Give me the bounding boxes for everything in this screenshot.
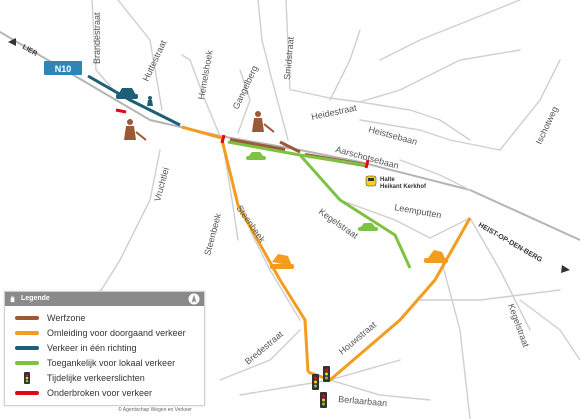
stop-name: Heikant Kerkhof [380,184,427,190]
legend-label: Tijdelijke verkeerslichten [47,372,145,383]
worker-icon [252,111,275,133]
local-traffic-route [227,140,412,269]
stop-label: Halte [380,177,395,183]
car-icon [424,250,448,263]
car-icon [270,254,294,269]
svg-text:LIER: LIER [21,44,38,58]
svg-text:Berlaarbaan: Berlaarbaan [338,394,388,408]
legend-label: Omleiding voor doorgaand verkeer [47,327,186,338]
svg-text:Steenbeek: Steenbeek [202,212,223,257]
legend-swatch [15,315,39,320]
legend-label: Werfzone [47,312,86,323]
traffic-light-icon [15,371,39,384]
svg-text:Kegelstraat: Kegelstraat [317,206,360,241]
legend-item: Omleiding voor doorgaand verkeer [5,325,204,340]
legend-item: Onderbroken voor verkeer [5,385,204,400]
arrow-left-icon [8,38,16,46]
interruption-marker [115,108,127,114]
legend-item: Tijdelijke verkeerslichten [5,370,204,385]
legend-swatch [15,390,39,395]
svg-text:Gangelberg: Gangelberg [231,64,260,111]
legend-title: Legende [21,295,50,302]
svg-text:Heistsebaan: Heistsebaan [367,124,418,147]
north-arrow-icon [188,293,200,305]
svg-text:Huttestraat: Huttestraat [141,38,169,83]
legend-label: Onderbroken voor verkeer [47,387,153,398]
legend-label: Toegankelijk voor lokaal verkeer [47,357,176,368]
legend-swatch [15,330,39,335]
traffic-light-icon [312,374,319,390]
svg-text:Leemputten: Leemputten [394,202,443,220]
bus-stop-icon [365,175,377,187]
car-icon [116,88,138,99]
svg-text:Houwstraat: Houwstraat [337,319,379,356]
worker-icon [124,119,147,141]
hand-icon [10,295,15,303]
legend-swatch [15,345,39,350]
arrow-right-icon [561,265,570,273]
legend-label: Verkeer in één richting [47,342,137,353]
one-way-segment [87,74,181,127]
worksite-zone [279,140,301,154]
interruption-marker [220,134,226,144]
svg-text:N10: N10 [55,64,72,74]
svg-text:Smidstraat: Smidstraat [282,36,296,80]
copyright-text: © Agentschap Wegen en Verkeer [118,407,192,413]
legend-header: Legende [5,292,204,306]
direction-west: LIER [8,38,38,58]
interruption-marker [364,159,370,169]
legend-item: Werfzone [5,310,204,325]
legend-swatch [15,360,39,365]
legend-item: Verkeer in één richting [5,340,204,355]
route-shield: N10 [44,61,82,75]
worksite-zone [229,138,286,152]
worker-icon [147,96,153,106]
legend-item: Toegankelijk voor lokaal verkeer [5,355,204,370]
svg-text:Steenbeek: Steenbeek [234,203,267,244]
svg-text:Ischotweg: Ischotweg [534,105,560,146]
svg-text:Brandestraat: Brandestraat [92,12,102,64]
svg-text:Heidestraat: Heidestraat [310,103,358,122]
svg-text:Hemelshoek: Hemelshoek [196,49,215,100]
car-icon [358,223,378,231]
svg-text:HEIST-OP-DEN-BERG: HEIST-OP-DEN-BERG [477,222,544,265]
svg-text:Bredestraat: Bredestraat [243,329,285,367]
car-icon [246,152,266,160]
traffic-light-icon [320,392,327,408]
traffic-light-icon [323,366,330,382]
detour-route [181,125,472,382]
